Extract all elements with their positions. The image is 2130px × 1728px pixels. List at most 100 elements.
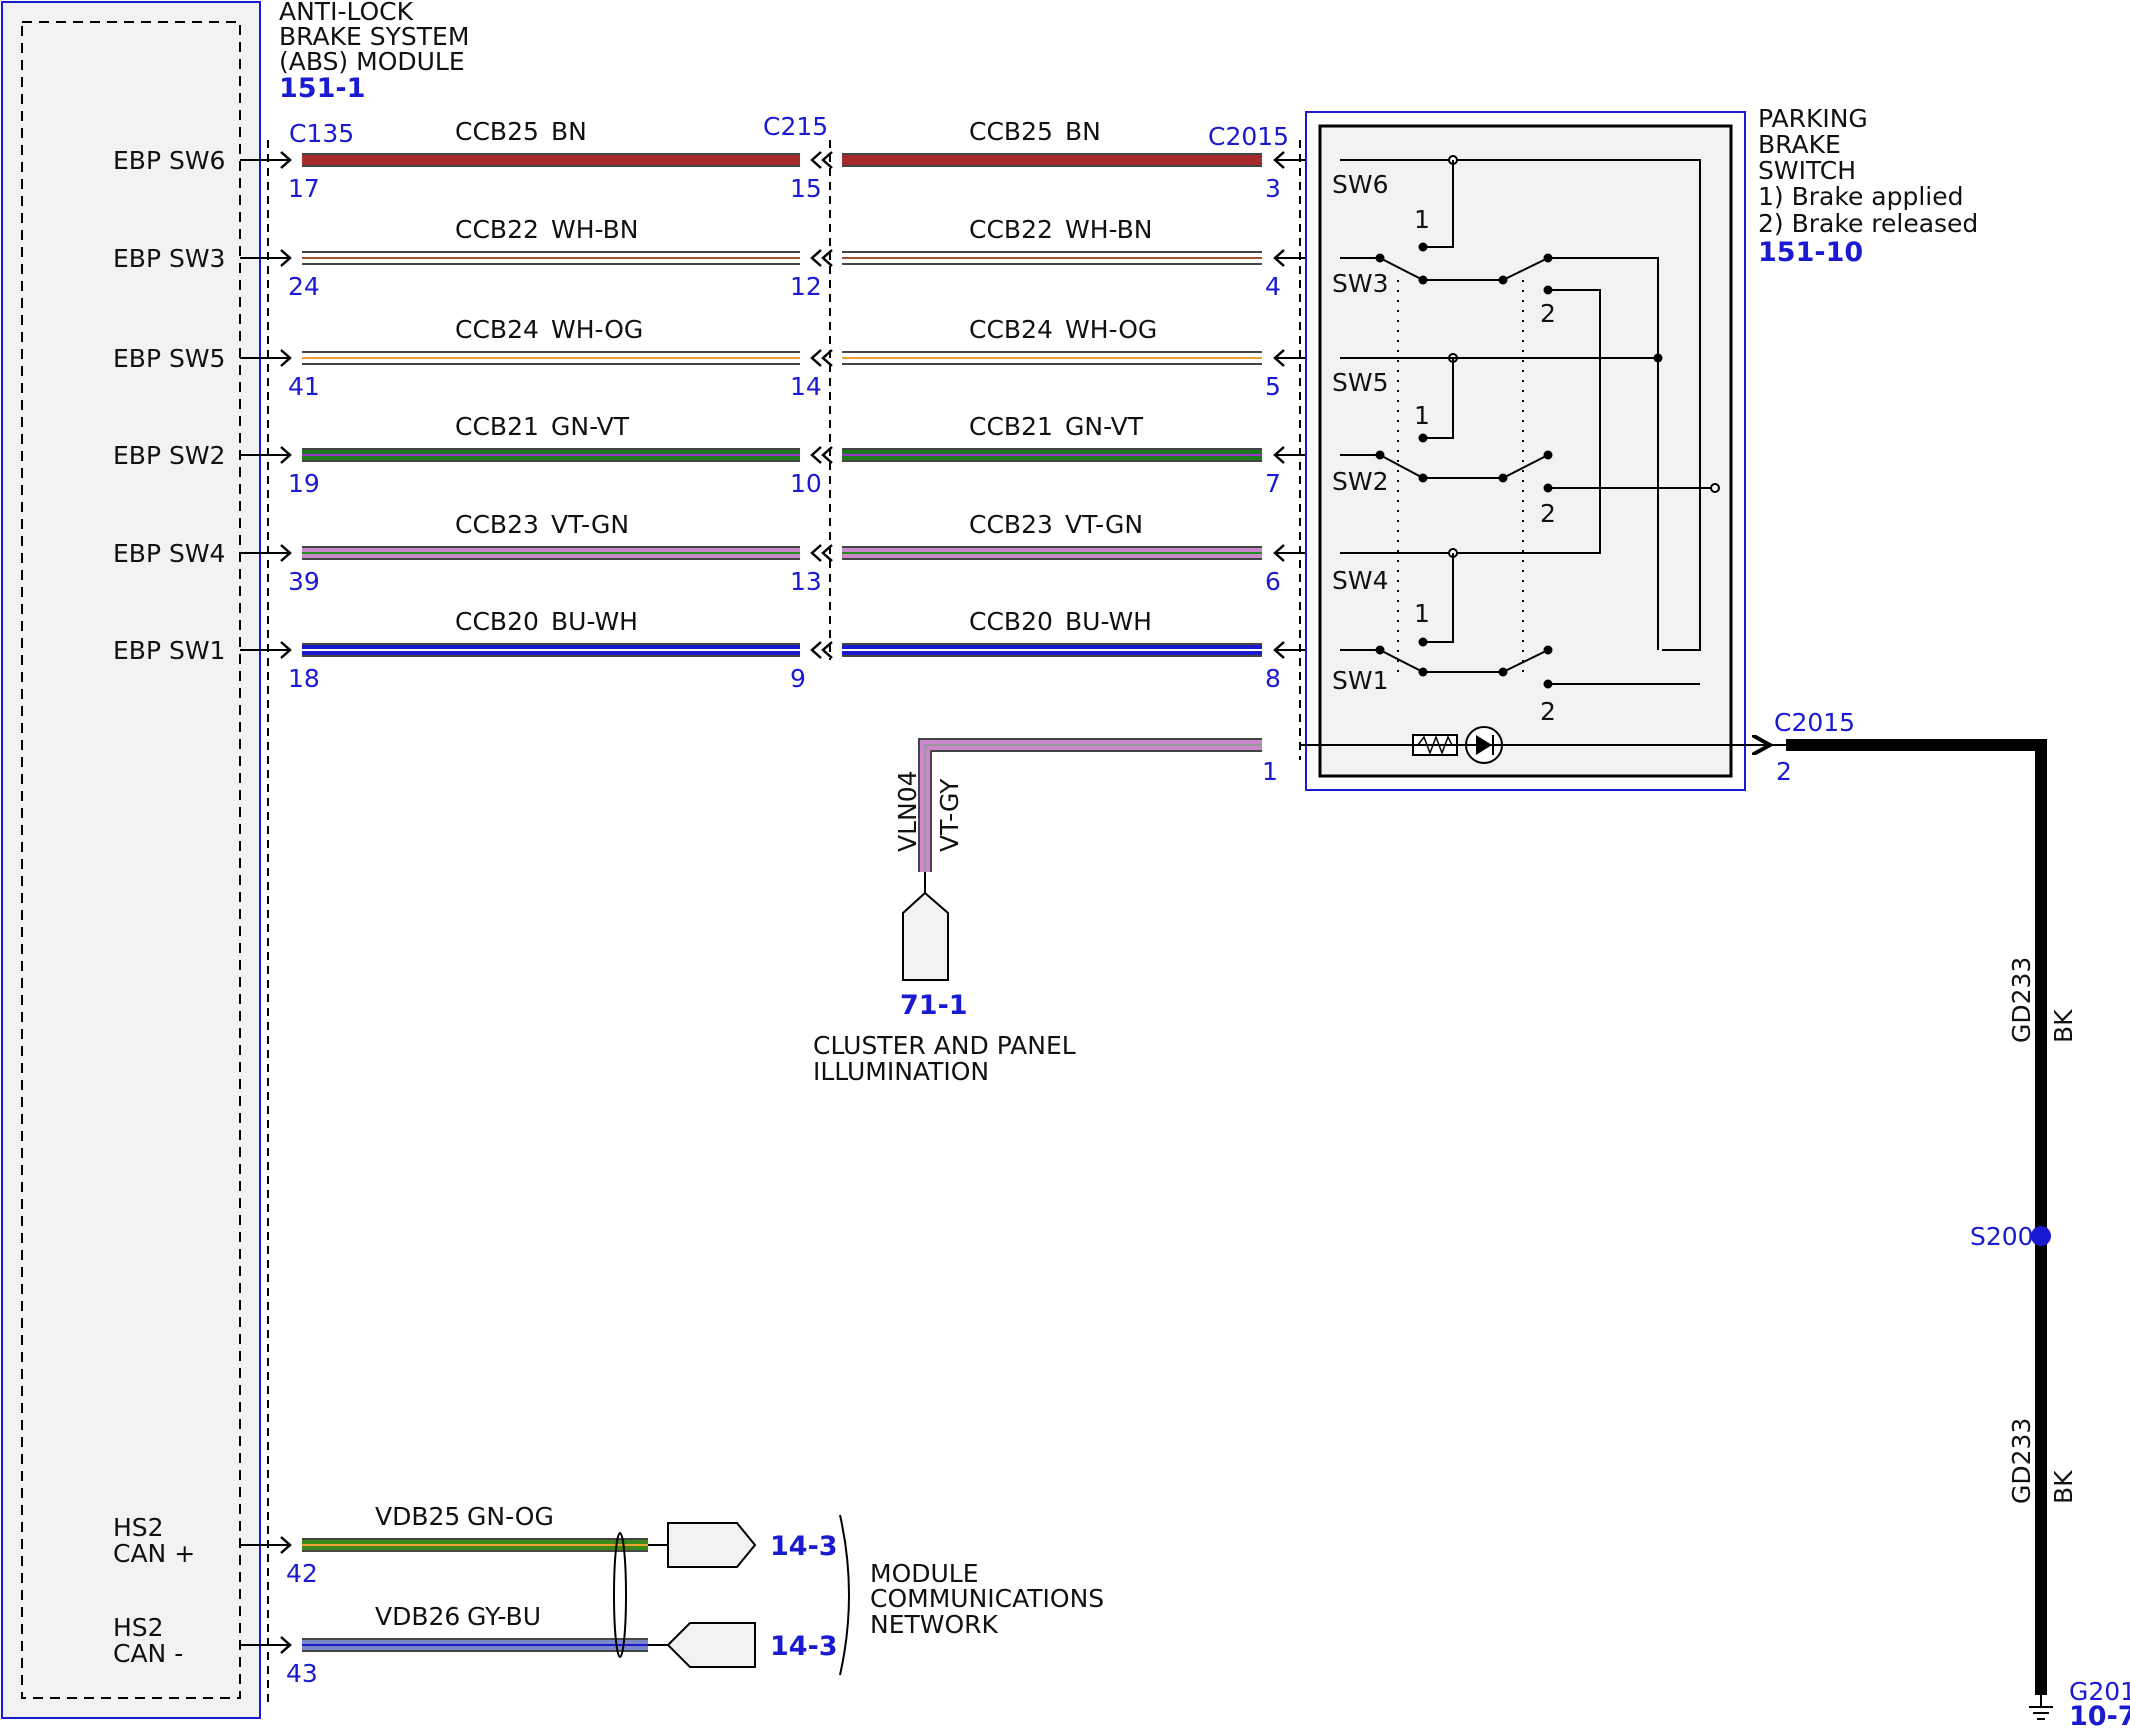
position-label: 1 bbox=[1414, 205, 1430, 234]
illum-color: VT-GY bbox=[935, 778, 964, 852]
connector-arrow-icon bbox=[821, 349, 833, 367]
signal-label: EBP SW2 bbox=[113, 441, 225, 470]
switch-label: SW2 bbox=[1332, 467, 1389, 496]
switch-title-3: SWITCH bbox=[1758, 156, 1856, 185]
can-signal-line1: HS2 bbox=[113, 1613, 164, 1642]
pin-c2015: 7 bbox=[1265, 469, 1281, 498]
pin-c135: 41 bbox=[288, 372, 320, 401]
twisted-pair-icon bbox=[613, 1532, 627, 1658]
circuit-label: CCB22 bbox=[455, 215, 539, 244]
position-label: 2 bbox=[1540, 697, 1556, 726]
circuit-label: CCB22 bbox=[969, 215, 1053, 244]
pin-c135: 24 bbox=[288, 272, 320, 301]
connector-arrow-icon bbox=[810, 249, 822, 267]
color-code-label: BN bbox=[551, 117, 587, 146]
pin-c215: 14 bbox=[790, 372, 822, 401]
connector-arrow-icon bbox=[280, 151, 292, 169]
pin-ground: 2 bbox=[1776, 757, 1792, 786]
signal-label: EBP SW6 bbox=[113, 146, 225, 175]
ground-point: G201 bbox=[2069, 1677, 2130, 1706]
position-label: 1 bbox=[1414, 401, 1430, 430]
ground-circuit-1: GD233 bbox=[2007, 957, 2036, 1043]
connector-arrow-icon bbox=[280, 349, 292, 367]
can-ref[interactable]: 14-3 bbox=[770, 1531, 838, 1562]
connector-arrow-icon bbox=[810, 151, 822, 169]
connector-arrow-icon bbox=[810, 641, 822, 659]
connector-arrow-icon bbox=[821, 151, 833, 169]
color-code-label: WH-BN bbox=[1065, 215, 1153, 244]
connector-arrow-icon bbox=[810, 544, 822, 562]
abs-title-3: (ABS) MODULE bbox=[279, 47, 465, 76]
circuit-label: CCB24 bbox=[455, 315, 539, 344]
connector-arrow-icon bbox=[280, 544, 292, 562]
pin-c2015: 8 bbox=[1265, 664, 1281, 693]
circuit-label: CCB25 bbox=[969, 117, 1053, 146]
pin-c215: 12 bbox=[790, 272, 822, 301]
illum-connector-icon bbox=[902, 891, 949, 981]
signal-label: EBP SW3 bbox=[113, 244, 225, 273]
ground-ref[interactable]: 10-7 bbox=[2069, 1701, 2130, 1728]
color-code-label: GN-VT bbox=[1065, 412, 1144, 441]
switch-title-1: PARKING bbox=[1758, 104, 1868, 133]
can-pin: 43 bbox=[286, 1659, 318, 1688]
can-ref[interactable]: 14-3 bbox=[770, 1631, 838, 1662]
abs-module-box bbox=[1, 1, 261, 1719]
pin-c135: 18 bbox=[288, 664, 320, 693]
can-connector-icon bbox=[667, 1522, 757, 1568]
connector-c215: C215 bbox=[763, 112, 828, 141]
splice-dot bbox=[2031, 1226, 2051, 1246]
network-label-2: COMMUNICATIONS bbox=[870, 1584, 1104, 1613]
pin-c215: 15 bbox=[790, 174, 822, 203]
pin-c2015: 4 bbox=[1265, 272, 1281, 301]
ground-circuit-2: GD233 bbox=[2007, 1418, 2036, 1504]
connector-c2015: C2015 bbox=[1208, 122, 1289, 151]
pin-c135: 19 bbox=[288, 469, 320, 498]
connector-arrow-icon bbox=[280, 249, 292, 267]
switch-title-5: 2) Brake released bbox=[1758, 209, 1978, 238]
switch-box-inner bbox=[1318, 124, 1733, 778]
pin-c2015: 5 bbox=[1265, 372, 1281, 401]
network-label-3: NETWORK bbox=[870, 1610, 999, 1639]
circuit-label: CCB21 bbox=[455, 412, 539, 441]
signal-label: EBP SW1 bbox=[113, 636, 225, 665]
pin-c215: 9 bbox=[790, 664, 806, 693]
connector-c2015-ground: C2015 bbox=[1774, 708, 1855, 737]
illumination-wire bbox=[918, 738, 1262, 872]
can-circuit: VDB25 bbox=[375, 1502, 460, 1531]
abs-module-inner bbox=[21, 21, 241, 1699]
switch-ref[interactable]: 151-10 bbox=[1758, 237, 1863, 268]
abs-title-2: BRAKE SYSTEM bbox=[279, 22, 469, 51]
color-code-label: VT-GN bbox=[1065, 510, 1143, 539]
abs-ref[interactable]: 151-1 bbox=[279, 73, 365, 104]
pin-c215: 10 bbox=[790, 469, 822, 498]
illum-ref[interactable]: 71-1 bbox=[900, 990, 968, 1021]
connector-arrow-icon bbox=[821, 249, 833, 267]
connector-arrow-icon bbox=[810, 446, 822, 464]
pin-c215: 13 bbox=[790, 567, 822, 596]
connector-arrow-icon bbox=[280, 446, 292, 464]
can-connector-icon bbox=[666, 1622, 756, 1668]
color-code-label: BU-WH bbox=[551, 607, 638, 636]
splice-label: S200 bbox=[1970, 1222, 2034, 1251]
switch-label: SW3 bbox=[1332, 269, 1389, 298]
color-code-label: WH-OG bbox=[551, 315, 643, 344]
network-label-1: MODULE bbox=[870, 1559, 979, 1588]
position-label: 2 bbox=[1540, 499, 1556, 528]
abs-title-1: ANTI-LOCK bbox=[279, 0, 414, 26]
switch-title-4: 1) Brake applied bbox=[1758, 182, 1963, 211]
switch-label: SW6 bbox=[1332, 170, 1389, 199]
color-code-label: GN-VT bbox=[551, 412, 630, 441]
circuit-label: CCB20 bbox=[969, 607, 1053, 636]
connector-arrow-icon bbox=[810, 349, 822, 367]
color-code-label: WH-OG bbox=[1065, 315, 1157, 344]
circuit-label: CCB23 bbox=[969, 510, 1053, 539]
network-bracket bbox=[839, 1514, 850, 1676]
connector-arrow-icon bbox=[821, 446, 833, 464]
